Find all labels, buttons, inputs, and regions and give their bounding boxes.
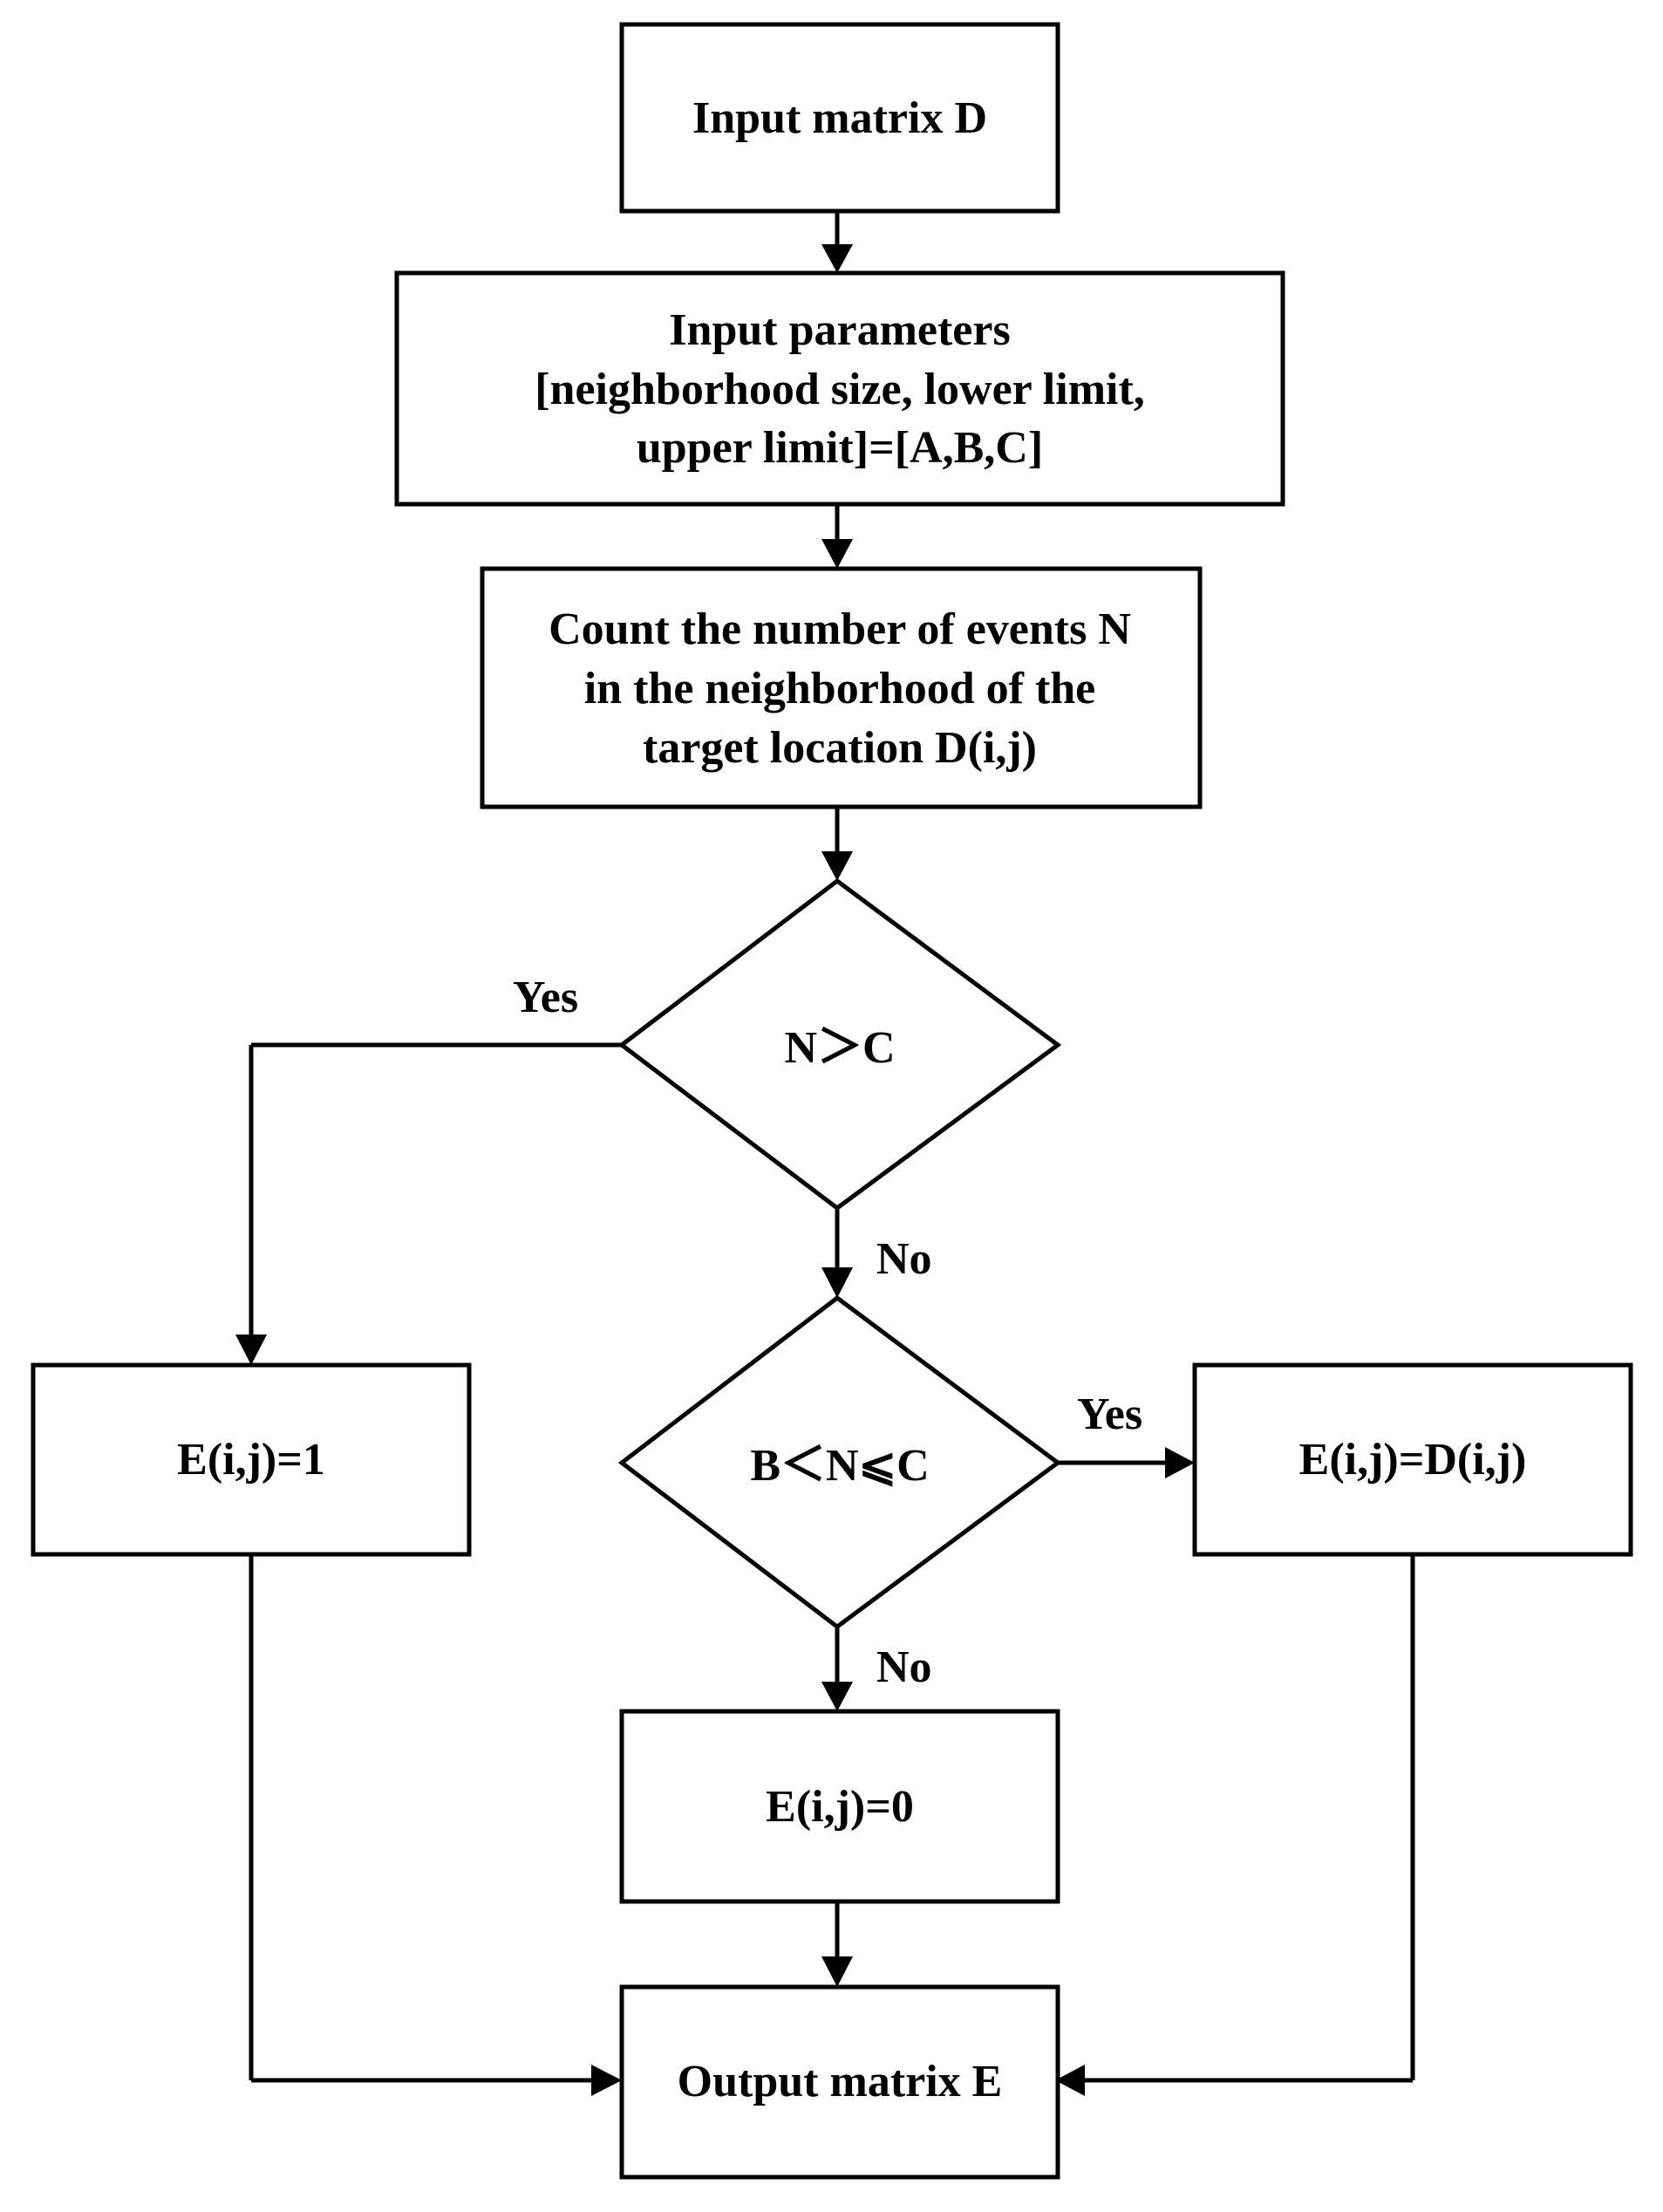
label-decision2-yes: Yes (1077, 1389, 1142, 1439)
label-decision2-no: No (876, 1642, 932, 1692)
node-output-matrix: Output matrix E (619, 1984, 1060, 2180)
label-decision1-no: No (876, 1234, 932, 1284)
edge-decision1-yes-arrowhead (235, 1335, 267, 1365)
node-decision-1-diamond (617, 877, 1062, 1212)
node-count-events-line-3: target location D(i,j) (643, 723, 1037, 773)
edge-zero-to-output-arrowhead (821, 1956, 853, 1987)
node-input-matrix-box (619, 22, 1060, 214)
node-count-events-line-2: in the neighborhood of the (584, 664, 1096, 713)
edge-decision2-yes-arrowhead (1165, 1447, 1195, 1478)
node-input-matrix-text: Input matrix D (692, 93, 987, 143)
node-input-params-box (394, 270, 1285, 507)
node-set-zero-box (619, 1709, 1060, 1904)
edge-decision2-no-arrowhead (821, 1682, 853, 1711)
edge-input-to-params-arrowhead (821, 244, 853, 273)
node-set-zero-text: E(i,j)=0 (766, 1782, 914, 1832)
edge-decision1-no-arrowhead (821, 1267, 853, 1298)
edge-d-to-output-arrowhead (1055, 2065, 1085, 2096)
node-count-events-box (480, 566, 1203, 809)
node-input-params: Input parameters [neighborhood size, low… (394, 270, 1285, 507)
node-count-events: Count the number of events N in the neig… (480, 566, 1203, 809)
node-decision-2-diamond (617, 1294, 1062, 1630)
node-output-matrix-box (619, 1984, 1060, 2180)
node-set-zero: E(i,j)=0 (619, 1709, 1060, 1904)
node-decision-2: B＜N⩽C (617, 1294, 1062, 1630)
edge-one-to-output-arrowhead (591, 2065, 622, 2096)
node-decision-1-text: N＞C (784, 1023, 895, 1073)
node-decision-1: N＞C (617, 877, 1062, 1212)
node-output-matrix-text: Output matrix E (678, 2057, 1003, 2106)
node-set-d-text: E(i,j)=D(i,j) (1299, 1435, 1527, 1485)
node-count-events-line-1: Count the number of events N (549, 604, 1131, 654)
node-input-params-line-2: [neighborhood size, lower limit, (535, 365, 1145, 414)
label-decision1-yes: Yes (513, 973, 578, 1022)
node-input-params-line-3: upper limit]=[A,B,C] (637, 423, 1043, 473)
node-set-one: E(i,j)=1 (31, 1362, 472, 1557)
node-decision-2-text: B＜N⩽C (750, 1441, 929, 1491)
node-input-matrix: Input matrix D (619, 22, 1060, 214)
node-set-one-box (31, 1362, 472, 1557)
node-set-d-box (1192, 1362, 1633, 1557)
edge-params-to-count-arrowhead (821, 539, 853, 569)
node-input-params-line-1: Input parameters (669, 305, 1010, 355)
edge-count-to-decision1-arrowhead (821, 851, 853, 881)
node-set-d: E(i,j)=D(i,j) (1192, 1362, 1633, 1557)
node-set-one-text: E(i,j)=1 (177, 1435, 325, 1485)
